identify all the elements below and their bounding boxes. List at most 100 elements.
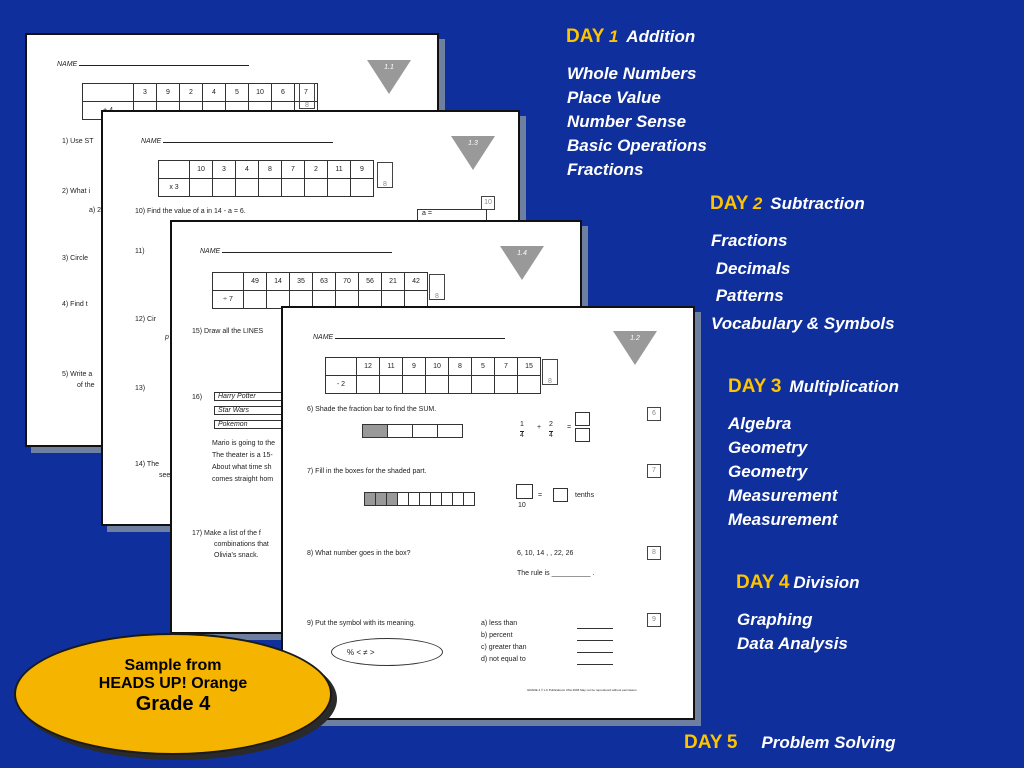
rule-line: The rule is __________ .	[517, 570, 595, 577]
question-17: 17) Make a list of the f	[192, 530, 261, 537]
day-2-item: Fractions	[711, 231, 788, 250]
badge-line-3: Grade 4	[135, 693, 211, 715]
answer-line[interactable]	[577, 652, 613, 653]
question-3: 3) Circle	[62, 255, 89, 262]
fraction-bar	[362, 424, 463, 438]
list-item: Star Wars	[214, 406, 291, 415]
question-5b: of the	[77, 382, 95, 389]
equals-sign: =	[567, 424, 572, 431]
sample-badge: Sample from HEADS UP! Orange Grade 4	[14, 633, 332, 755]
question-14b: see	[159, 472, 171, 479]
fraction-denominator: 10	[518, 502, 526, 509]
day-3-item: Algebra	[728, 414, 792, 433]
copyright-footer: GRADE 4 © LC Publications USA 2005 May n…	[527, 688, 637, 692]
tenths-bar	[364, 492, 475, 506]
equals-sign: =	[538, 492, 543, 499]
day-3-item: Measurement	[728, 486, 838, 505]
answer-box[interactable]	[553, 488, 568, 502]
answer-box[interactable]	[575, 412, 590, 426]
question-16: 16)	[192, 394, 203, 401]
choice-d: d) not equal to	[481, 656, 526, 663]
story-line: The theater is a 15-	[212, 452, 273, 459]
answer-box[interactable]	[575, 428, 590, 442]
day-4-item: Data Analysis	[737, 634, 848, 653]
question-12: 12) Cir	[135, 316, 157, 323]
choice-c: c) greater than	[481, 644, 527, 651]
story-line: About what time sh	[212, 464, 272, 471]
day-1-item: Whole Numbers	[567, 64, 697, 83]
list-item: Pokemon	[214, 420, 291, 429]
question-2: 2) What i	[62, 188, 91, 195]
day-2-item: Patterns	[711, 286, 784, 305]
day-3-item: Measurement	[728, 510, 838, 529]
question-1: 1) Use ST	[62, 138, 94, 145]
page-badge-triangle: 1.4	[500, 246, 544, 280]
question-7-number: 7	[647, 464, 661, 478]
score-box: 8	[377, 162, 393, 188]
question-6-number: 6	[647, 407, 661, 421]
story-line: Mario is going to the	[212, 440, 276, 447]
day-4-item: Graphing	[737, 610, 813, 629]
question-12b: p	[165, 334, 169, 341]
question-10-number: 10	[481, 196, 495, 210]
answer-line[interactable]	[577, 628, 613, 629]
day-2-item: Decimals	[711, 259, 791, 278]
question-8-number: 8	[647, 546, 661, 560]
day-1-item: Basic Operations	[567, 136, 707, 155]
plus-sign: +	[537, 424, 542, 431]
question-7: 7) Fill in the boxes for the shaded part…	[307, 468, 427, 475]
day-2-item: Vocabulary & Symbols	[711, 314, 895, 333]
question-6: 6) Shade the fraction bar to find the SU…	[307, 406, 437, 413]
day-1-item: Number Sense	[567, 112, 687, 131]
question-14: 14) The	[135, 461, 159, 468]
question-13: 13)	[135, 385, 146, 392]
name-line: NAME	[200, 248, 392, 255]
list-item: Harry Potter	[214, 392, 291, 401]
choice-b: b) percent	[481, 632, 513, 639]
badge-line-2: HEADS UP! Orange	[98, 675, 248, 692]
name-line: NAME	[141, 138, 333, 145]
choice-a: a) less than	[481, 620, 518, 627]
score-box: 8	[299, 83, 315, 109]
day-3-item: Geometry	[728, 438, 808, 457]
question-9: 9) Put the symbol with its meaning.	[307, 620, 416, 627]
question-15: 15) Draw all the LINES	[192, 328, 264, 335]
question-17b: combinations that	[214, 541, 269, 548]
question-17c: Olivia's snack.	[214, 552, 259, 559]
answer-box[interactable]	[516, 484, 533, 499]
question-5: 5) Write a	[62, 371, 93, 378]
question-2a: a) 2	[89, 207, 102, 214]
page-badge-triangle: 1.3	[451, 136, 495, 170]
number-sequence: 6, 10, 14 , , 22, 26	[517, 550, 574, 557]
question-11: 11)	[135, 248, 145, 255]
day-3-item: Geometry	[728, 462, 808, 481]
symbol-oval	[331, 638, 443, 666]
page-badge-triangle: 1.2	[613, 331, 657, 365]
answer-line[interactable]	[577, 640, 613, 641]
tenths-label: tenths	[575, 492, 595, 499]
question-8: 8) What number goes in the box?	[307, 550, 411, 557]
name-line: NAME	[57, 61, 249, 68]
day-1-item: Fractions	[567, 160, 644, 179]
symbols: % < ≠ >	[347, 648, 375, 657]
day-1-item: Place Value	[567, 88, 661, 107]
score-box: 8	[429, 274, 445, 300]
answer-line[interactable]	[577, 664, 613, 665]
question-10: 10) Find the value of a in 14 - a = 6.	[135, 208, 246, 215]
question-4: 4) Find t	[62, 301, 88, 308]
score-box: 8	[542, 359, 558, 385]
page-badge-triangle: 1.1	[367, 60, 411, 94]
question-9-number: 9	[647, 613, 661, 627]
story-line: comes straight hom	[212, 476, 274, 483]
